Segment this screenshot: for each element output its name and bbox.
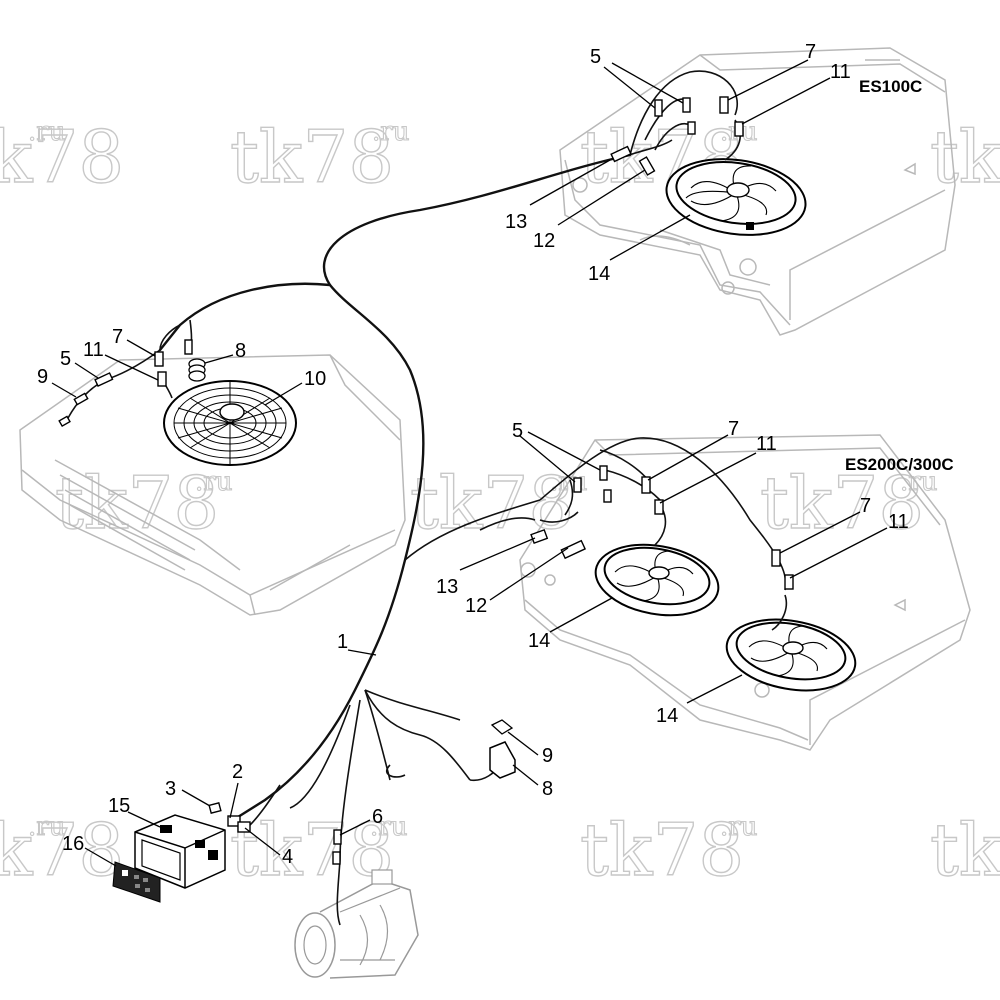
watermark-sup: .ru bbox=[195, 467, 232, 497]
callout-10: 10 bbox=[304, 368, 326, 390]
watermark-text: tk78 bbox=[230, 115, 394, 199]
es100c-unit bbox=[559, 47, 956, 336]
evaporator-unit bbox=[19, 354, 406, 616]
callouts: 5 7 11 13 12 14 7 11 5 9 8 10 5 7 11 7 1… bbox=[37, 41, 909, 868]
callout-9: 9 bbox=[542, 745, 553, 767]
model-label-es200c: ES200C/300C bbox=[845, 455, 954, 474]
callout-11: 11 bbox=[756, 433, 777, 455]
watermark-text: tk78 bbox=[760, 461, 924, 545]
callout-7: 7 bbox=[860, 495, 871, 517]
callout-1: 1 bbox=[337, 631, 348, 653]
callout-13: 13 bbox=[505, 211, 527, 233]
leader-lines bbox=[51, 59, 888, 867]
callout-14: 14 bbox=[528, 630, 550, 652]
compressor-icon bbox=[294, 869, 419, 979]
callout-6: 6 bbox=[372, 806, 383, 828]
condenser-fan-icon bbox=[594, 543, 720, 617]
callout-12: 12 bbox=[465, 595, 487, 617]
callout-14: 14 bbox=[588, 263, 610, 285]
watermark-text: tk78 bbox=[0, 115, 124, 199]
condenser-fan-icon bbox=[163, 380, 297, 466]
watermark-sup: .ru bbox=[28, 812, 65, 842]
callout-8: 8 bbox=[235, 340, 246, 362]
callout-3: 3 bbox=[165, 778, 176, 800]
es200c-unit bbox=[519, 434, 971, 751]
watermark-sup: .ru bbox=[720, 812, 757, 842]
callout-11: 11 bbox=[83, 339, 104, 361]
callout-7: 7 bbox=[112, 326, 123, 348]
callout-11: 11 bbox=[888, 511, 909, 533]
callout-13: 13 bbox=[436, 576, 458, 598]
control-panel bbox=[112, 861, 161, 903]
watermark-sup: .ru bbox=[372, 117, 409, 147]
callout-11: 11 bbox=[830, 61, 851, 83]
watermark-text: tk78 bbox=[930, 115, 1000, 199]
model-label-es100c: ES100C bbox=[859, 77, 922, 96]
connector-icon bbox=[58, 96, 794, 865]
watermarks: tk78 .ru tk78 .ru tk78 .ru tk78 tk78 .ru… bbox=[0, 114, 1000, 892]
callout-5: 5 bbox=[590, 46, 601, 68]
callout-16: 16 bbox=[62, 833, 84, 855]
callout-8: 8 bbox=[542, 778, 553, 800]
condenser-fan-icon bbox=[665, 158, 807, 236]
callout-7: 7 bbox=[728, 418, 739, 440]
watermark-sup: .ru bbox=[28, 117, 65, 147]
watermark-text: tk78 bbox=[410, 461, 574, 545]
watermark-text: tk78 bbox=[0, 808, 124, 892]
callout-4: 4 bbox=[282, 846, 293, 868]
watermark-text: tk78 bbox=[580, 808, 744, 892]
callout-2: 2 bbox=[232, 761, 243, 783]
callout-5: 5 bbox=[512, 420, 523, 442]
callout-14: 14 bbox=[656, 705, 678, 727]
watermark-sup: .ru bbox=[370, 812, 407, 842]
callout-5: 5 bbox=[60, 348, 71, 370]
condenser-fan-icon bbox=[725, 618, 857, 692]
callout-9: 9 bbox=[37, 366, 48, 388]
callout-12: 12 bbox=[533, 230, 555, 252]
watermark-text: tk78 bbox=[930, 808, 1000, 892]
callout-15: 15 bbox=[108, 795, 130, 817]
callout-7: 7 bbox=[805, 41, 816, 63]
controller-icon bbox=[134, 814, 226, 889]
